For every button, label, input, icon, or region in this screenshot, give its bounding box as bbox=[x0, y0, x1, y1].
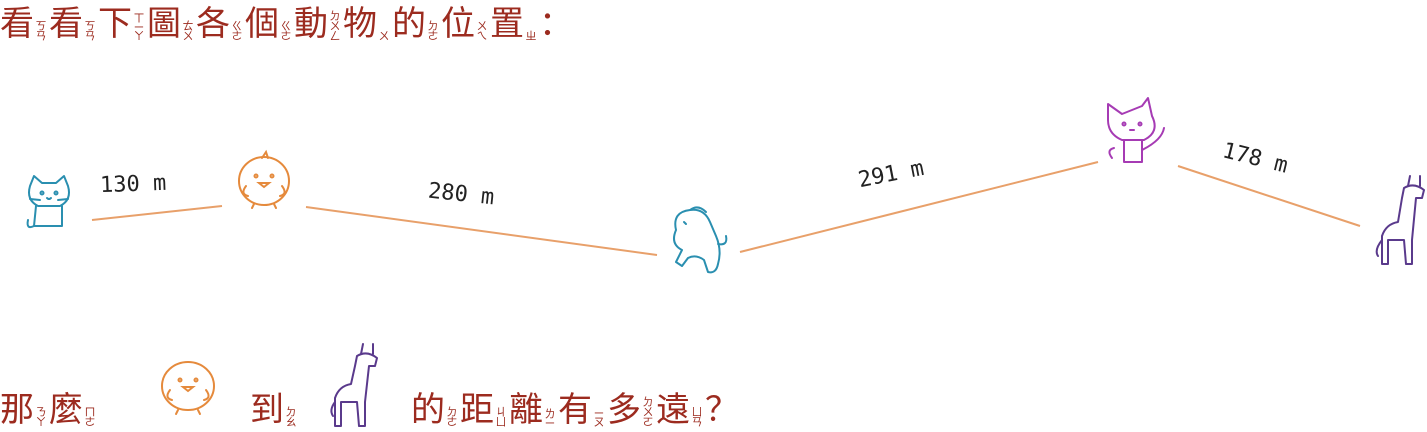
cat-icon bbox=[26, 175, 70, 229]
question-char: 看ㄎㄢ bbox=[0, 6, 49, 42]
question-character: 圖 bbox=[147, 4, 181, 44]
question-char: 置ㄓ bbox=[490, 6, 539, 42]
chick-icon bbox=[161, 361, 215, 415]
question-char: 下ㄒㄧㄚ bbox=[98, 6, 147, 42]
zhuyin-annotation: ㄌㄧ bbox=[543, 408, 556, 426]
question-char: 動ㄉㄨㄥ bbox=[294, 6, 343, 42]
question-char: 各ㄍㄜ bbox=[196, 6, 245, 42]
route-segment-2 bbox=[305, 206, 658, 256]
question-character: 距 bbox=[460, 390, 494, 430]
question-char: ： bbox=[539, 6, 573, 42]
question-character: 物 bbox=[343, 4, 377, 44]
route-segment-4 bbox=[1177, 165, 1361, 227]
question-line-2: 那ㄋㄚ麼ㄇㄜ 到ㄉㄠ 的ㄉㄜ距ㄐㄩ離ㄌㄧ有ㄧㄡ多ㄉㄨㄛ遠ㄩㄢ？ bbox=[0, 343, 739, 428]
zhuyin-annotation: ㄍㄜ bbox=[279, 20, 292, 40]
zhuyin-annotation: ㄉㄨㄛ bbox=[641, 396, 654, 426]
question-character: 個 bbox=[245, 4, 279, 44]
question-char: ？ bbox=[705, 392, 739, 428]
chick-icon bbox=[238, 149, 290, 209]
question-character: 的 bbox=[411, 390, 445, 430]
zhuyin-annotation: ㄉㄜ bbox=[445, 406, 458, 426]
zhuyin-annotation: ㄇㄜ bbox=[83, 406, 96, 426]
question-character: 有 bbox=[558, 390, 592, 430]
zhuyin-annotation: ㄎㄢ bbox=[83, 20, 96, 40]
zhuyin-annotation: ㄎㄢ bbox=[34, 20, 47, 40]
question-line-1: 看ㄎㄢ看ㄎㄢ下ㄒㄧㄚ圖ㄊㄨ各ㄍㄜ個ㄍㄜ動ㄉㄨㄥ物ㄨ的ㄉㄜ位ㄨㄟ置ㄓ： bbox=[0, 6, 573, 42]
question-character: 各 bbox=[196, 4, 230, 44]
question-character: 置 bbox=[490, 4, 524, 44]
question-part-3: 的ㄉㄜ距ㄐㄩ離ㄌㄧ有ㄧㄡ多ㄉㄨㄛ遠ㄩㄢ？ bbox=[411, 392, 739, 428]
zhuyin-annotation: ㄉㄜ bbox=[426, 20, 439, 40]
zhuyin-annotation: ㄨ bbox=[377, 30, 390, 40]
distance-label-1: 130 m bbox=[99, 170, 167, 199]
question-character: 多 bbox=[607, 390, 641, 430]
zhuyin-annotation: ㄧㄡ bbox=[592, 408, 605, 426]
route-segment-3 bbox=[739, 161, 1099, 253]
question-char: 物ㄨ bbox=[343, 6, 392, 42]
zhuyin-annotation: ㄨㄟ bbox=[475, 20, 488, 40]
question-char: 到ㄉㄠ bbox=[250, 392, 299, 428]
question-character: 位 bbox=[441, 4, 475, 44]
question-character: ？ bbox=[705, 390, 739, 430]
question-char: 圖ㄊㄨ bbox=[147, 6, 196, 42]
zhuyin-annotation: ㄋㄚ bbox=[34, 406, 47, 426]
route-segment-1 bbox=[91, 205, 223, 221]
question-character: 動 bbox=[294, 4, 328, 44]
question-part-2: 到ㄉㄠ bbox=[250, 392, 299, 428]
question-part-1: 那ㄋㄚ麼ㄇㄜ bbox=[0, 392, 98, 428]
question-character: 那 bbox=[0, 390, 34, 430]
question-character: 遠 bbox=[656, 390, 690, 430]
question-char: 遠ㄩㄢ bbox=[656, 392, 705, 428]
question-character: 到 bbox=[250, 390, 284, 430]
question-character: 離 bbox=[509, 390, 543, 430]
question-char: 多ㄉㄨㄛ bbox=[607, 392, 656, 428]
giraffe-icon bbox=[1375, 175, 1425, 265]
zhuyin-annotation: ㄐㄩ bbox=[494, 406, 507, 426]
question-char: 那ㄋㄚ bbox=[0, 392, 49, 428]
question-char: 距ㄐㄩ bbox=[460, 392, 509, 428]
zhuyin-annotation: ㄒㄧㄚ bbox=[132, 12, 145, 40]
question-char: 離ㄌㄧ bbox=[509, 392, 558, 428]
question-character: 看 bbox=[0, 4, 34, 44]
zhuyin-annotation: ㄉㄨㄥ bbox=[328, 10, 341, 40]
question-character: ： bbox=[539, 4, 573, 44]
question-char: 看ㄎㄢ bbox=[49, 6, 98, 42]
question-char: 位ㄨㄟ bbox=[441, 6, 490, 42]
zhuyin-annotation: ㄍㄜ bbox=[230, 20, 243, 40]
question-char: 的ㄉㄜ bbox=[411, 392, 460, 428]
question-char: 麼ㄇㄜ bbox=[49, 392, 98, 428]
question-char: 的ㄉㄜ bbox=[392, 6, 441, 42]
zhuyin-annotation: ㄓ bbox=[524, 30, 537, 40]
question-character: 看 bbox=[49, 4, 83, 44]
giraffe-icon bbox=[330, 343, 378, 427]
question-char: 有ㄧㄡ bbox=[558, 392, 607, 428]
question-character: 麼 bbox=[49, 390, 83, 430]
question-character: 下 bbox=[98, 4, 132, 44]
zhuyin-annotation: ㄩㄢ bbox=[690, 406, 703, 426]
zhuyin-annotation: ㄉㄠ bbox=[284, 406, 297, 426]
question-character: 的 bbox=[392, 4, 426, 44]
zhuyin-annotation: ㄊㄨ bbox=[181, 20, 194, 40]
question-char: 個ㄍㄜ bbox=[245, 6, 294, 42]
fox-icon bbox=[1107, 97, 1165, 163]
horse-icon bbox=[673, 206, 728, 274]
